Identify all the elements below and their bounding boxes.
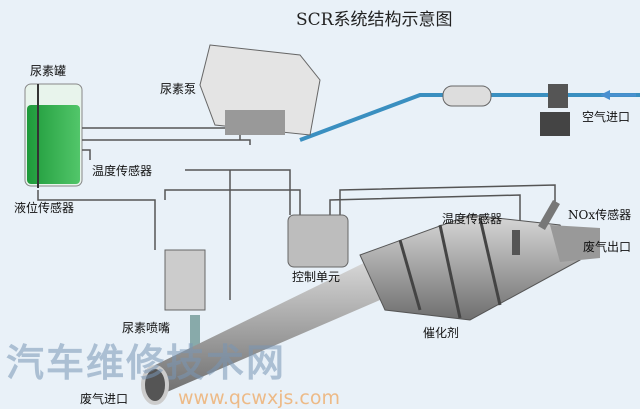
label-exhaust-inlet: 废气进口: [80, 392, 129, 406]
label-urea-tank: 尿素罐: [30, 64, 67, 78]
urea-pump: [199, 44, 321, 136]
label-urea-pump: 尿素泵: [160, 82, 197, 96]
label-exhaust-outlet: 废气出口: [583, 240, 632, 254]
urea-nozzle: [164, 249, 206, 350]
label-urea-nozzle: 尿素喷嘴: [122, 321, 171, 335]
label-nox-sensor: NOx传感器: [568, 208, 632, 222]
air-line: [299, 84, 640, 142]
temp-sensor: [512, 230, 520, 255]
diagram-title: SCR系统结构示意图: [296, 10, 453, 30]
air-filter: [442, 85, 492, 107]
exhaust-system: [141, 200, 600, 405]
watermark-text: 汽车维修技术网: [6, 341, 287, 385]
arrow-icon: [600, 90, 610, 100]
label-level-sensor: 液位传感器: [14, 201, 75, 215]
label-air-inlet: 空气进口: [582, 110, 631, 124]
nox-sensor: [538, 200, 560, 230]
air-valve: [548, 84, 568, 108]
control-unit: [287, 214, 349, 268]
wiring: [37, 127, 556, 300]
label-catalyst: 催化剂: [423, 326, 460, 340]
label-control-unit: 控制单元: [292, 270, 341, 284]
label-temp-sensor-1: 温度传感器: [92, 164, 153, 178]
watermark-url: www.qcwxjs.com: [178, 387, 341, 409]
label-temp-sensor-2: 温度传感器: [442, 212, 503, 226]
urea-tank: [24, 83, 83, 188]
